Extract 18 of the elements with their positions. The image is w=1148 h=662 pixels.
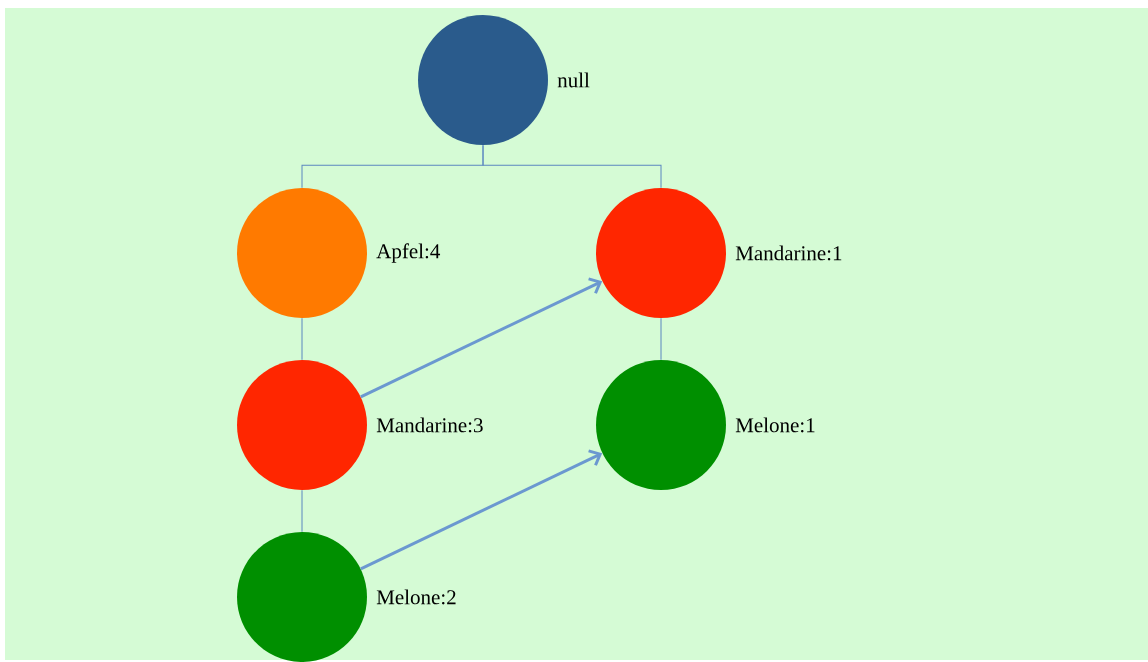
connector-line: [301, 489, 303, 533]
arrow: [360, 277, 603, 399]
connector-line: [301, 317, 303, 361]
connector-line: [482, 144, 662, 189]
tree-node-circle: [237, 532, 367, 662]
tree-node-circle: [237, 188, 367, 318]
arrow: [360, 449, 603, 571]
tree-node-circle: [596, 360, 726, 490]
node-label: Melone:2: [376, 589, 456, 605]
tree-node-circle: [418, 15, 548, 145]
node-label: Mandarine:3: [376, 417, 483, 433]
connector-line: [660, 317, 662, 361]
tree-node-circle: [237, 360, 367, 490]
tree-node-circle: [596, 188, 726, 318]
node-label: null: [557, 72, 590, 88]
node-label: Melone:1: [735, 417, 815, 433]
node-label: Mandarine:1: [735, 245, 842, 261]
node-label: Apfel:4: [376, 243, 441, 263]
